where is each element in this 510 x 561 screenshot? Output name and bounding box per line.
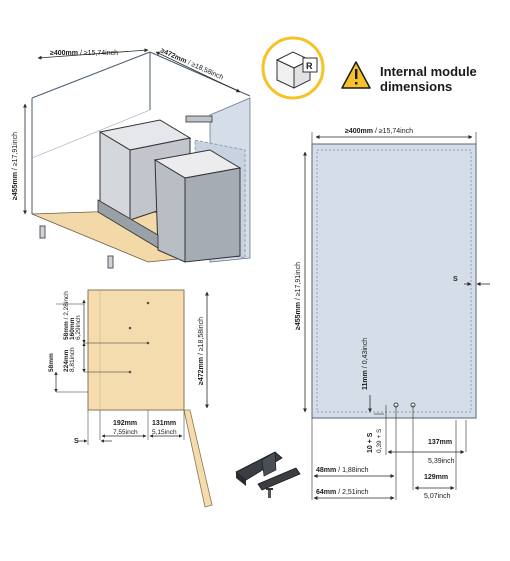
title-line-2: dimensions xyxy=(380,79,453,94)
cabinet-icon-letter: R xyxy=(306,61,313,71)
front-48-label: 48mm / 1,88inch xyxy=(316,467,369,474)
cabinet-3d-view xyxy=(23,48,251,269)
front-10s-inch-label: 0,39 + S xyxy=(376,428,383,453)
front-129-label: 129mm xyxy=(424,474,448,481)
side-160-label: 160mm xyxy=(69,317,76,340)
side-160-inch-label: 6,29inch xyxy=(75,315,82,340)
side-131-inch-label: 5,15inch xyxy=(152,429,177,436)
top-width-label: ≥400mm / ≥15,74inch xyxy=(50,50,118,57)
front-11mm-label: 11mm / 0,43inch xyxy=(362,338,369,390)
front-137-inch-label: 5,39inch xyxy=(428,458,455,465)
title-line-1: Internal module xyxy=(380,64,477,79)
side-door-board xyxy=(183,409,213,508)
front-129-inch-label: 5,07inch xyxy=(424,493,451,500)
mounting-bracket-icon xyxy=(235,451,301,491)
cabinet-icon: R xyxy=(261,36,325,100)
side-131-label: 131mm xyxy=(152,420,176,427)
front-height-label: ≥455mm / ≥17,91inch xyxy=(295,262,302,330)
front-width-label: ≥400mm / ≥15,74inch xyxy=(345,128,413,135)
side-224-inch-label: 8,81inch xyxy=(69,347,76,372)
side-192-inch-label: 7,55inch xyxy=(113,429,138,436)
side-58b-label: 58mm xyxy=(48,353,55,372)
side-58-label: 58mm / 2,28inch xyxy=(63,291,70,340)
top-height-label: ≥455mm / ≥17,91inch xyxy=(12,132,19,200)
top-depth-label: ≥472mm / ≥18,58inch xyxy=(159,47,224,81)
front-137-label: 137mm xyxy=(428,439,452,446)
side-472-label: ≥472mm / ≥18,58inch xyxy=(198,317,205,385)
front-64-label: 64mm / 2,51inch xyxy=(316,489,369,496)
screw-icon xyxy=(266,488,273,498)
front-10s-label: 10 + S xyxy=(367,432,374,453)
front-view-panel xyxy=(303,132,490,500)
front-s-label: S xyxy=(453,276,458,283)
side-224-label: 224mm xyxy=(63,349,70,372)
page-title: Internal module dimensions xyxy=(380,64,477,94)
warning-triangle-icon xyxy=(341,61,371,89)
side-192-label: 192mm xyxy=(113,420,137,427)
waste-bin-unit xyxy=(97,115,242,263)
side-s-label: S xyxy=(74,438,79,445)
side-view-panel xyxy=(54,289,213,508)
